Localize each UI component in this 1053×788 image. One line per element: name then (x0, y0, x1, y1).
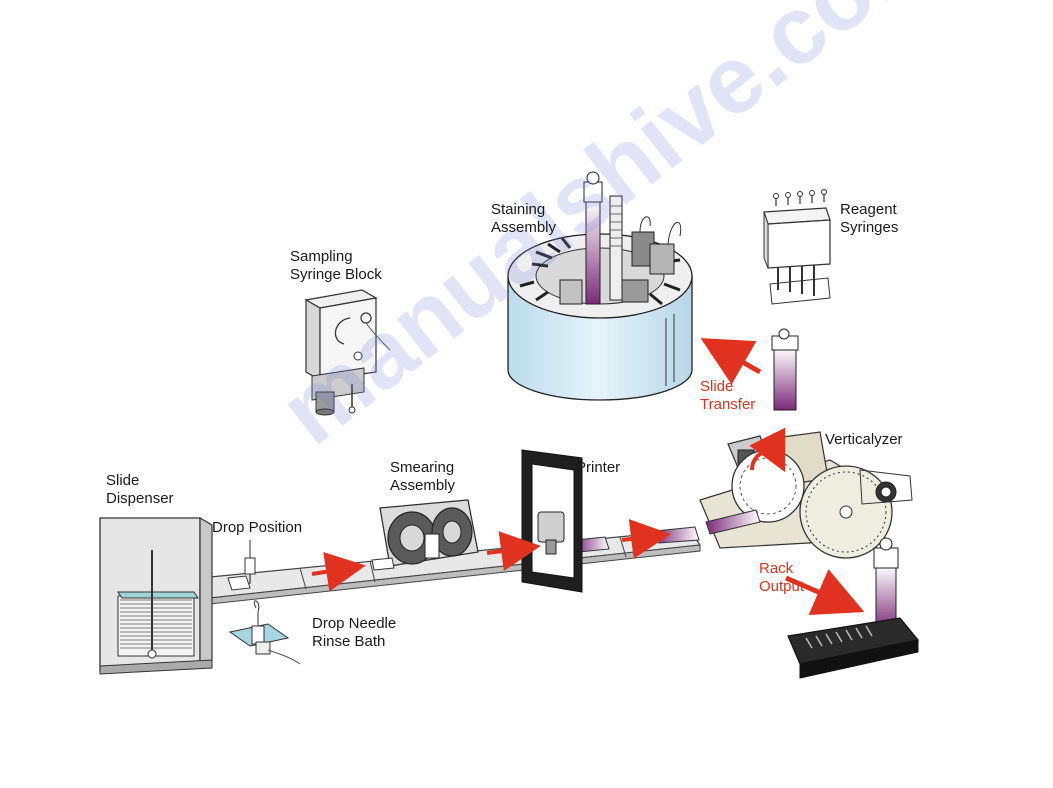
smearing-assembly-illustration (371, 499, 479, 571)
staining-assembly-illustration (507, 171, 693, 401)
rinse-bath-illustration (228, 600, 301, 665)
label-slide-transfer: Slide Transfer (700, 378, 755, 414)
label-line: Smearing (390, 459, 455, 476)
label-line: Slide (106, 472, 140, 489)
label-line: Rinse Bath (312, 633, 386, 650)
label-line: Rack (759, 560, 794, 577)
label-line: Syringe Block (290, 266, 382, 283)
slide-dispenser-illustration (99, 516, 213, 675)
label-line: Sampling (290, 248, 353, 265)
label-line: Output (759, 578, 805, 595)
label-line: Staining (491, 201, 546, 218)
label-drop-needle-rinse-bath: Drop Needle Rinse Bath (312, 615, 396, 651)
reagent-syringes-illustration (763, 189, 831, 305)
rack-output-illustration (785, 537, 920, 679)
drop-position-needle (244, 540, 256, 584)
label-printer: Printer (576, 459, 621, 476)
label-smearing-assembly: Smearing Assembly (390, 459, 455, 495)
label-reagent-syringes: Reagent Syringes (840, 201, 898, 237)
sampling-syringe-block-illustration (304, 289, 391, 416)
slide-transfer-illustration (700, 328, 799, 411)
label-slide-dispenser: Slide Dispenser (106, 472, 174, 508)
conveyor-arrows (311, 519, 671, 592)
label-line: Transfer (700, 396, 756, 413)
label-sampling-syringe-block: Sampling Syringe Block (290, 248, 382, 284)
label-line: Drop Needle (312, 615, 397, 632)
label-line: Assembly (491, 219, 557, 236)
label-rack-output: Rack Output (759, 560, 804, 596)
label-staining-assembly: Staining Assembly (491, 201, 556, 237)
label-line: Dispenser (106, 490, 174, 507)
label-verticalyzer: Verticalyzer (825, 431, 903, 448)
printer-illustration (521, 449, 583, 593)
label-line: Slide (700, 378, 734, 395)
verticalyzer-illustration (699, 427, 913, 559)
label-line: Assembly (390, 477, 456, 494)
label-line: Reagent (840, 201, 897, 218)
label-drop-position: Drop Position (212, 519, 303, 536)
label-line: Syringes (840, 219, 899, 236)
